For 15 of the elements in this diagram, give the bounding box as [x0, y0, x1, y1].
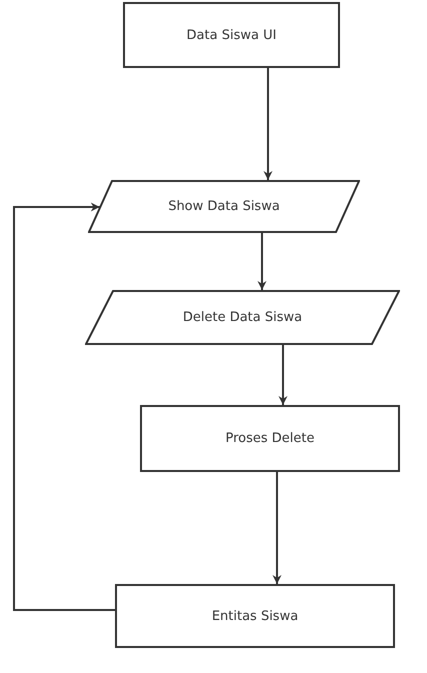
node-label: Delete Data Siswa — [182, 310, 302, 325]
data-parallelogram — [88, 180, 360, 233]
node-label: Entitas Siswa — [212, 608, 298, 624]
arrow — [278, 345, 288, 405]
process-box — [140, 405, 400, 472]
process-box — [115, 584, 395, 648]
node-label: Data Siswa UI — [186, 28, 276, 42]
process-box — [123, 2, 340, 68]
node-label: Proses Delete — [225, 431, 314, 446]
arrow — [258, 233, 266, 290]
arrow — [13, 202, 115, 611]
data-parallelogram — [85, 290, 400, 345]
arrow — [264, 68, 272, 180]
node-label: Show Data Siswa — [168, 199, 280, 214]
arrow — [272, 472, 282, 584]
